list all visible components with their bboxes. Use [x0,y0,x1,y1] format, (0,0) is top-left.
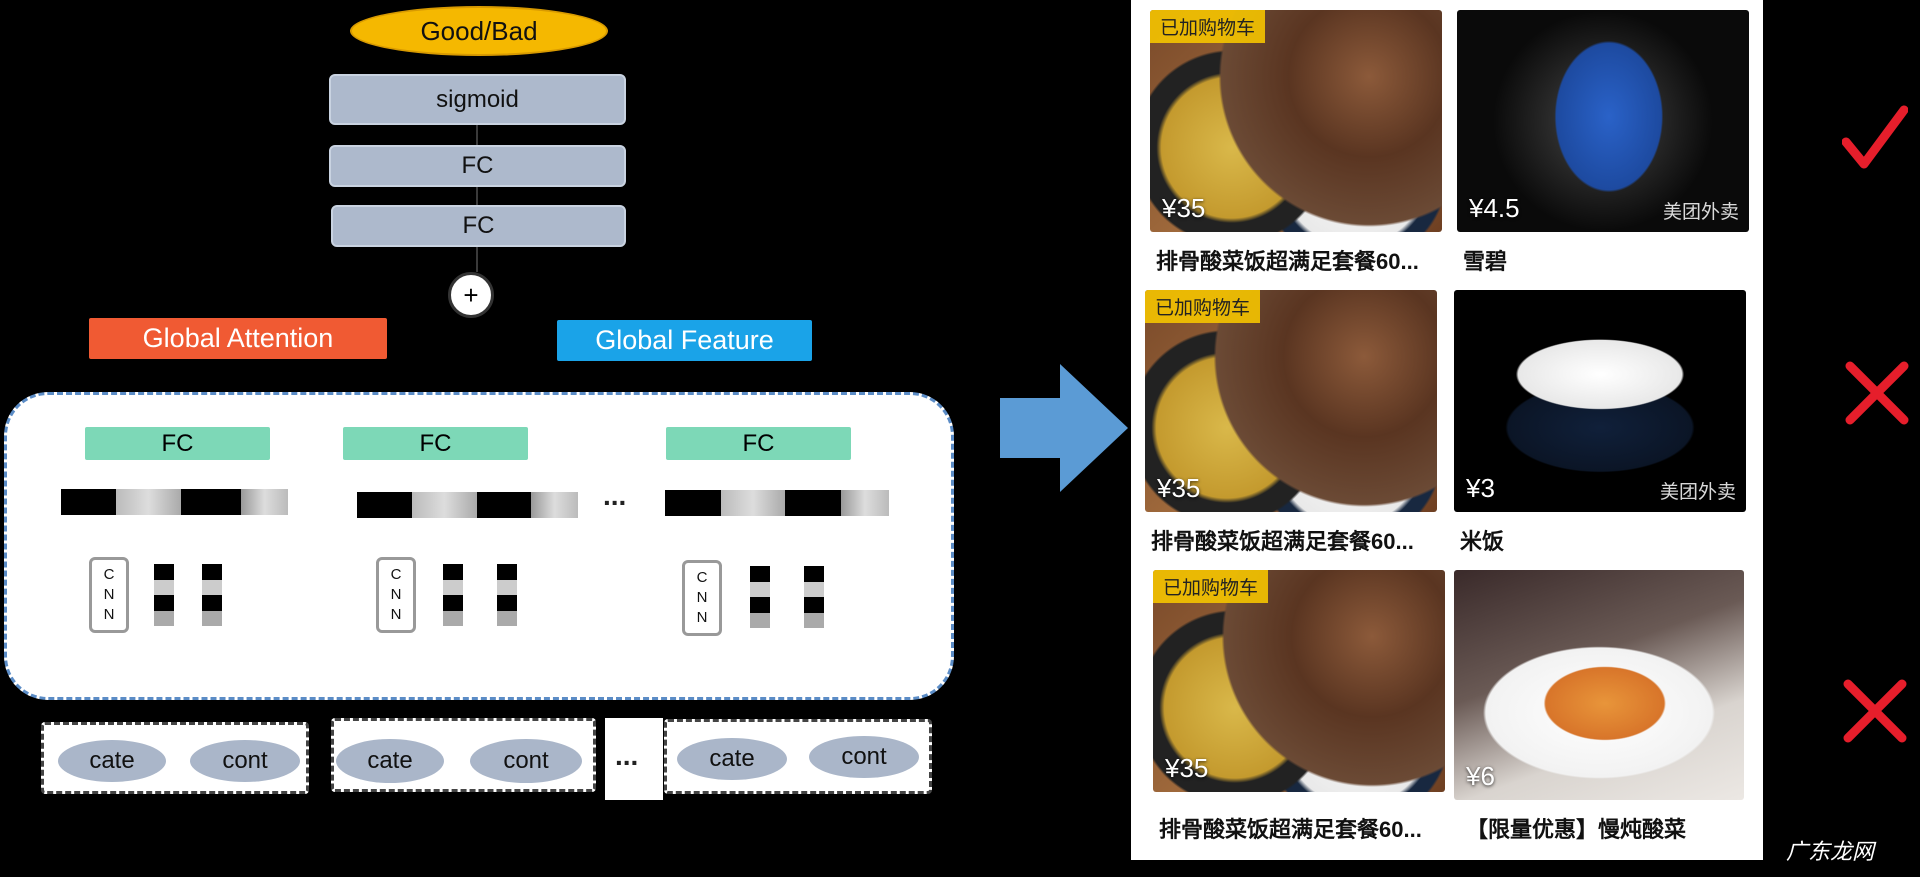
input-ellipsis-box [605,718,663,800]
main-dish-price: ¥35 [1162,193,1206,223]
main-dish-name: 排骨酸菜饭超满足套餐60... [1151,529,1414,554]
input-cate-3: cate [677,738,787,780]
cnn-letter: N [390,586,402,603]
main-dish-name: 排骨酸菜饭超满足套餐60... [1156,249,1419,274]
cross-icon [1845,361,1909,425]
global-attention-label: Global Attention [89,318,387,359]
branch-fc-3: FC [666,427,851,460]
soda-can-photo: ¥4.5 美团外卖 [1457,10,1749,232]
cnn-letter: C [696,569,708,586]
global-feature-label: Global Feature [557,320,812,361]
main-dish-photo: 已加购物车 ¥35 [1153,570,1445,792]
added-to-cart-badge: 已加购物车 [1153,570,1269,603]
site-watermark: 广东龙网 [1786,839,1875,864]
input-cont-1: cont [190,740,300,782]
added-to-cart-badge: 已加购物车 [1145,290,1261,323]
sigmoid-layer: sigmoid [329,74,626,125]
main-dish-price: ¥35 [1165,753,1209,783]
embedding-vector [154,564,174,626]
combine-plus-icon: + [448,272,494,318]
watermark: 美团外卖 [1659,482,1736,503]
recommended-item-name: 【限量优惠】慢炖酸菜 [1466,817,1687,842]
main-dish-price: ¥35 [1157,473,1201,503]
embedding-vector [443,564,463,626]
main-dish-name: 排骨酸菜饭超满足套餐60... [1159,817,1422,842]
main-dish-photo: 已加购物车 ¥35 [1150,10,1442,232]
recommended-item-price: ¥4.5 [1469,193,1520,223]
input-cont-3: cont [809,736,919,778]
check-icon [1842,105,1908,169]
watermark: 美团外卖 [1662,202,1739,223]
input-cont-2: cont [470,739,582,783]
cnn-letter: C [103,566,115,583]
rice-bowl-photo: ¥3 美团外卖 [1454,290,1746,512]
cnn-letter: N [103,606,115,623]
feature-strip-2 [357,492,578,518]
input-ellipsis: ... [615,740,639,771]
recommended-item-card-2[interactable]: ¥3 美团外卖 米饭 [1452,290,1752,564]
main-dish-card-1[interactable]: 已加购物车 ¥35 排骨酸菜饭超满足套餐60... [1148,10,1445,284]
recommended-item-name: 雪碧 [1463,249,1508,274]
main-dish-card-3[interactable]: 已加购物车 ¥35 排骨酸菜饭超满足套餐60... [1151,570,1448,844]
fc-layer-2: FC [331,205,626,247]
recommended-item-card-3[interactable]: ¥6 【限量优惠】慢炖酸菜 [1452,570,1752,844]
main-dish-card-2[interactable]: 已加购物车 ¥35 排骨酸菜饭超满足套餐60... [1143,290,1440,564]
cnn-letter: N [696,589,708,606]
pickled-cabbage-photo: ¥6 [1454,570,1744,800]
cross-icon [1843,679,1907,743]
cnn-letter: N [696,609,708,626]
recommended-item-price: ¥3 [1466,473,1495,503]
embedding-vector [202,564,222,626]
feature-strip-3 [665,490,889,516]
recommended-item-price: ¥6 [1466,761,1495,791]
recommended-item-card-1[interactable]: ¥4.5 美团外卖 雪碧 [1455,10,1752,284]
branch-fc-1: FC [85,427,270,460]
branch-ellipsis: ... [603,480,627,511]
input-cate-2: cate [336,739,444,783]
cnn-letter: C [390,566,402,583]
feature-strip-1 [61,489,288,515]
added-to-cart-badge: 已加购物车 [1150,10,1266,43]
embedding-vector [497,564,517,626]
fc-layer-1: FC [329,145,626,187]
branch-fc-2: FC [343,427,528,460]
cnn-letter: N [390,606,402,623]
embedding-vector [804,566,824,628]
output-good-bad: Good/Bad [350,6,608,56]
main-dish-photo: 已加购物车 ¥35 [1145,290,1437,512]
input-cate-1: cate [58,740,166,782]
embedding-vector [750,566,770,628]
flow-arrow-icon [1000,364,1128,492]
cnn-letter: N [103,586,115,603]
recommended-item-name: 米饭 [1460,529,1505,554]
